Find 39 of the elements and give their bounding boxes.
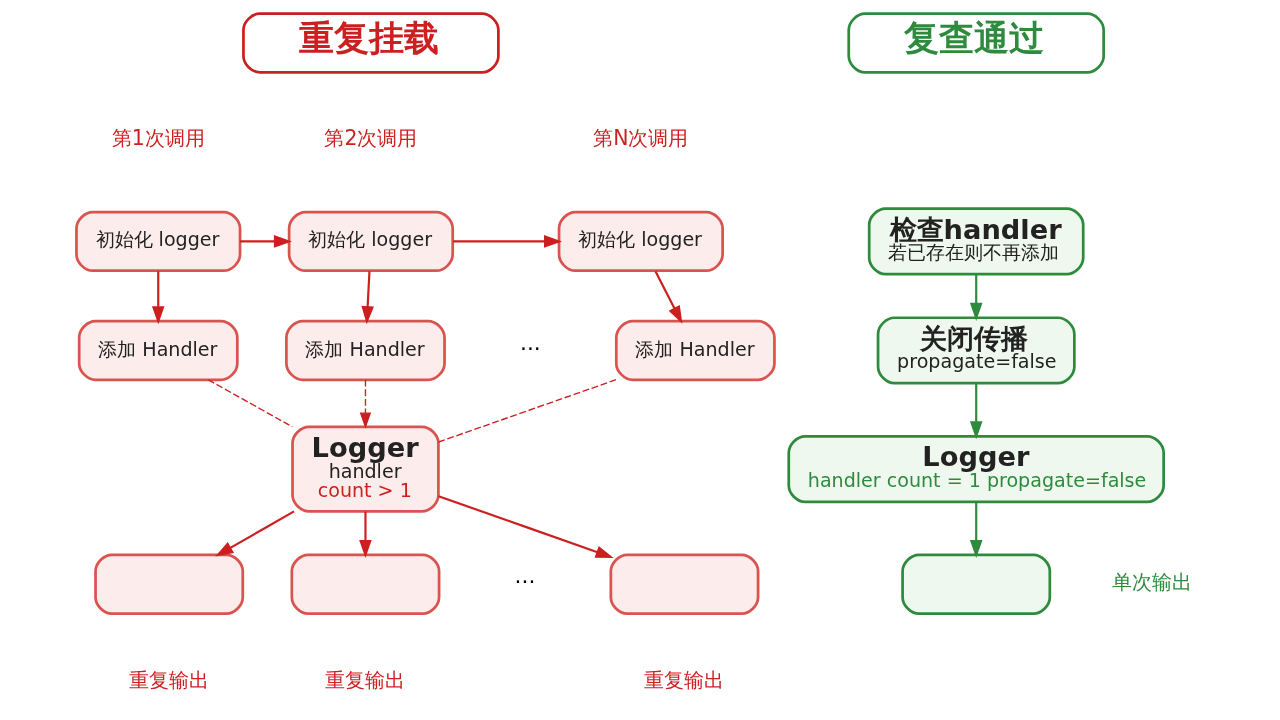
node-box: 初始化 logger bbox=[287, 210, 454, 273]
node-box bbox=[290, 553, 440, 615]
node-box bbox=[609, 553, 759, 615]
node-box: 初始化 logger bbox=[74, 210, 241, 273]
arrow bbox=[437, 495, 614, 558]
connector bbox=[437, 379, 617, 443]
label: ··· bbox=[514, 569, 535, 595]
node-box bbox=[900, 553, 1051, 615]
arrow bbox=[969, 502, 982, 558]
node-box: Logger handler count = 1 propagate=false bbox=[786, 434, 1165, 504]
node-box: 关闭传播 propagate=false bbox=[876, 316, 1076, 385]
node-label: 第N次调用 bbox=[592, 126, 688, 151]
node-box: 重复挂载 bbox=[241, 12, 500, 74]
node-label: 重复输出 bbox=[324, 667, 405, 692]
node-label: 单次输出 bbox=[1111, 570, 1192, 595]
connector bbox=[207, 379, 293, 428]
node-box: 添加 Handler bbox=[614, 319, 776, 382]
arrow bbox=[239, 235, 292, 248]
node-box: 添加 Handler bbox=[77, 319, 239, 382]
arrow bbox=[214, 510, 295, 557]
arrow bbox=[359, 379, 371, 429]
label: ··· bbox=[519, 335, 541, 361]
arrow bbox=[151, 271, 165, 325]
node-label: 重复输出 bbox=[128, 667, 209, 692]
node-label: 第1次调用 bbox=[111, 126, 205, 151]
arrow bbox=[654, 270, 682, 324]
arrow bbox=[358, 511, 372, 558]
arrow bbox=[452, 235, 562, 248]
node-box: 添加 Handler bbox=[284, 319, 446, 382]
arrow bbox=[969, 383, 982, 440]
node-box: 初始化 logger bbox=[557, 210, 724, 273]
node-box: 复查通过 bbox=[846, 12, 1105, 74]
node-box: Logger handler count > 1 bbox=[290, 425, 440, 513]
node-label: 第2次调用 bbox=[323, 126, 417, 151]
arrow bbox=[360, 271, 374, 325]
arrow bbox=[969, 274, 982, 321]
node-label: 重复输出 bbox=[643, 667, 724, 692]
node-box: 检查handler 若已存在则不再添加 bbox=[867, 207, 1085, 276]
node-box bbox=[93, 553, 244, 615]
